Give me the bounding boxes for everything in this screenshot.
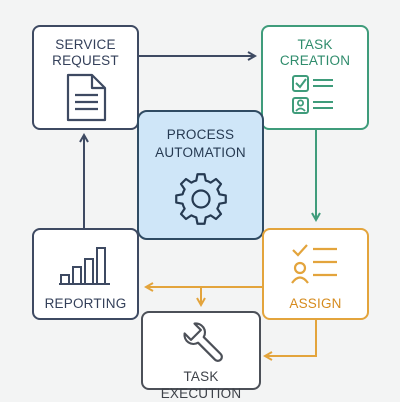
task-creation-node: TASK CREATION	[261, 25, 369, 130]
user-checklist-icon	[291, 244, 337, 284]
checklist-icon	[292, 75, 333, 114]
process-automation-label-line1: PROCESS	[166, 127, 235, 142]
arrow-assign-to-execution	[265, 319, 317, 356]
gear-icon	[175, 173, 227, 225]
assign-node: ASSIGN	[262, 228, 369, 320]
service-request-label-line2: REQUEST	[52, 53, 119, 68]
task-execution-label: TASK EXECUTION	[160, 369, 242, 401]
document-icon	[66, 73, 107, 122]
service-request-node: SERVICE REQUEST	[32, 25, 139, 130]
task-creation-label-line2: CREATION	[279, 53, 351, 68]
wrench-icon	[183, 322, 223, 362]
process-automation-label-line2: AUTOMATION	[155, 145, 246, 160]
reporting-label: REPORTING	[44, 296, 127, 311]
task-creation-label-line1: TASK	[297, 37, 333, 52]
service-request-label-line1: SERVICE	[55, 37, 116, 52]
task-execution-node: TASK EXECUTION	[141, 311, 261, 401]
bar-chart-icon	[59, 247, 110, 285]
process-automation-node: PROCESS AUTOMATION	[137, 110, 264, 240]
reporting-node: REPORTING	[32, 228, 139, 320]
assign-label: ASSIGN	[289, 296, 342, 311]
